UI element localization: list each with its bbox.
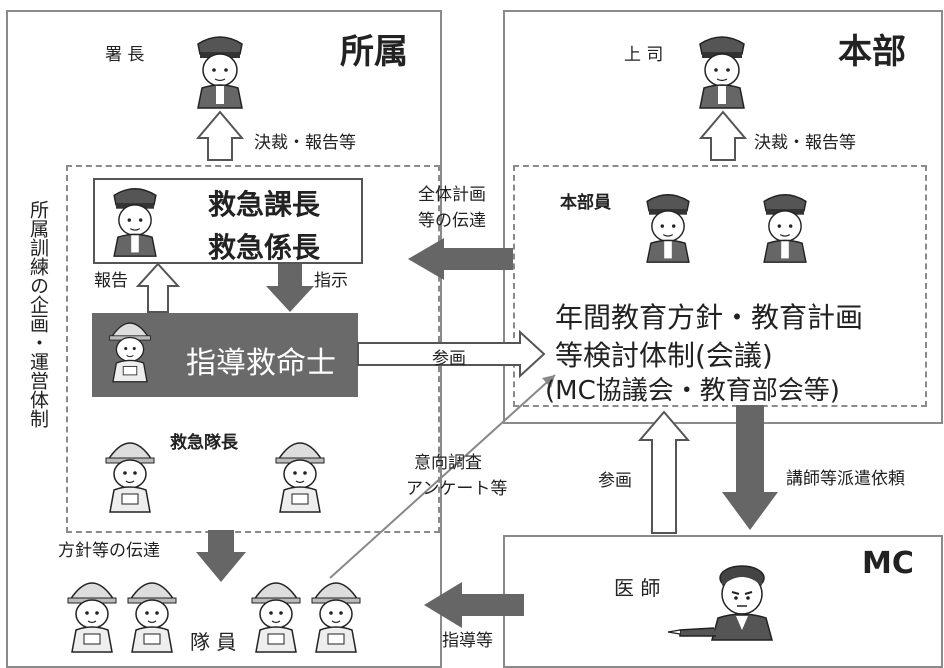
shido-arrow (424, 582, 524, 628)
honbu-dashed-group (513, 165, 927, 407)
kessai-arrow-left (195, 110, 245, 161)
hoshin-arrow (196, 530, 246, 582)
region-title-mc: MC (862, 546, 914, 581)
instructor-figure (108, 322, 152, 383)
taiin-figure-4 (311, 582, 361, 653)
label-ishi: 医 師 (614, 576, 661, 600)
label-kessai-left: 決裁・報告等 (254, 133, 356, 153)
label-sankaku-right: 参画 (432, 349, 466, 369)
taicho-figure-2 (275, 442, 325, 513)
label-hoshin-dentatsu: 方針等の伝達 (58, 541, 160, 561)
label-iko-chosa-1: 意向調査 (414, 453, 482, 473)
label-kyukyu-kakaricho: 救急係長 (208, 231, 321, 264)
label-shido-kyumeishi: 指導救命士 (186, 346, 336, 381)
label-iko-chosa-2: アンケート等 (406, 479, 508, 499)
label-zentai-keikaku-1: 全体計画 (418, 185, 486, 205)
kessai-arrow-right (698, 110, 748, 161)
honbu-box-line-1: 年間教育方針・教育計画 (555, 301, 864, 334)
hokoku-arrow (135, 262, 181, 313)
honbuin-figure-2 (763, 194, 807, 263)
label-shocho: 署 長 (105, 45, 145, 65)
vertical-label: 所属訓練の企画・運営体制 (27, 200, 49, 428)
label-koshi-haken: 講師等派遣依頼 (786, 469, 905, 489)
zentai-keikaku-arrow (408, 238, 513, 280)
sankaku-right-arrow (357, 329, 546, 379)
label-shido: 指導等 (442, 631, 493, 651)
taiin-figure-3 (251, 582, 301, 653)
joshi-figure (699, 36, 745, 109)
label-kyukyu-kacho: 救急課長 (208, 188, 321, 221)
label-taiin: 隊 員 (190, 630, 237, 654)
region-title-honbu: 本部 (838, 32, 906, 72)
taiin-figure-1 (67, 582, 117, 653)
iko-chosa-arrow (329, 374, 556, 579)
taiin-figure-2 (127, 582, 177, 653)
label-sankaku-mc: 参画 (598, 471, 632, 491)
koshi-haken-arrow (722, 405, 778, 530)
shiji-arrow (266, 264, 314, 312)
label-hokoku: 報告 (94, 271, 128, 291)
label-kessai-right: 決裁・報告等 (754, 133, 856, 153)
honbu-box-line-2: 等検討体制(会議) (555, 339, 773, 372)
shocho-figure (197, 36, 243, 109)
taicho-figure-1 (105, 442, 155, 513)
label-shiji: 指示 (314, 271, 348, 291)
honbu-box-line-3: (MC協議会・教育部会等) (545, 376, 840, 406)
label-honbuin: 本部員 (560, 193, 611, 213)
region-title-shozoku: 所属 (340, 32, 408, 72)
honbuin-figure-1 (646, 194, 690, 263)
label-zentai-keikaku-2: 等の伝達 (418, 211, 486, 231)
kacho-figure (113, 188, 157, 257)
sankaku-mc-arrow (637, 410, 691, 534)
label-joshi: 上 司 (624, 45, 664, 65)
label-kyukyu-taicho: 救急隊長 (170, 433, 238, 453)
doctor-figure (667, 565, 773, 641)
